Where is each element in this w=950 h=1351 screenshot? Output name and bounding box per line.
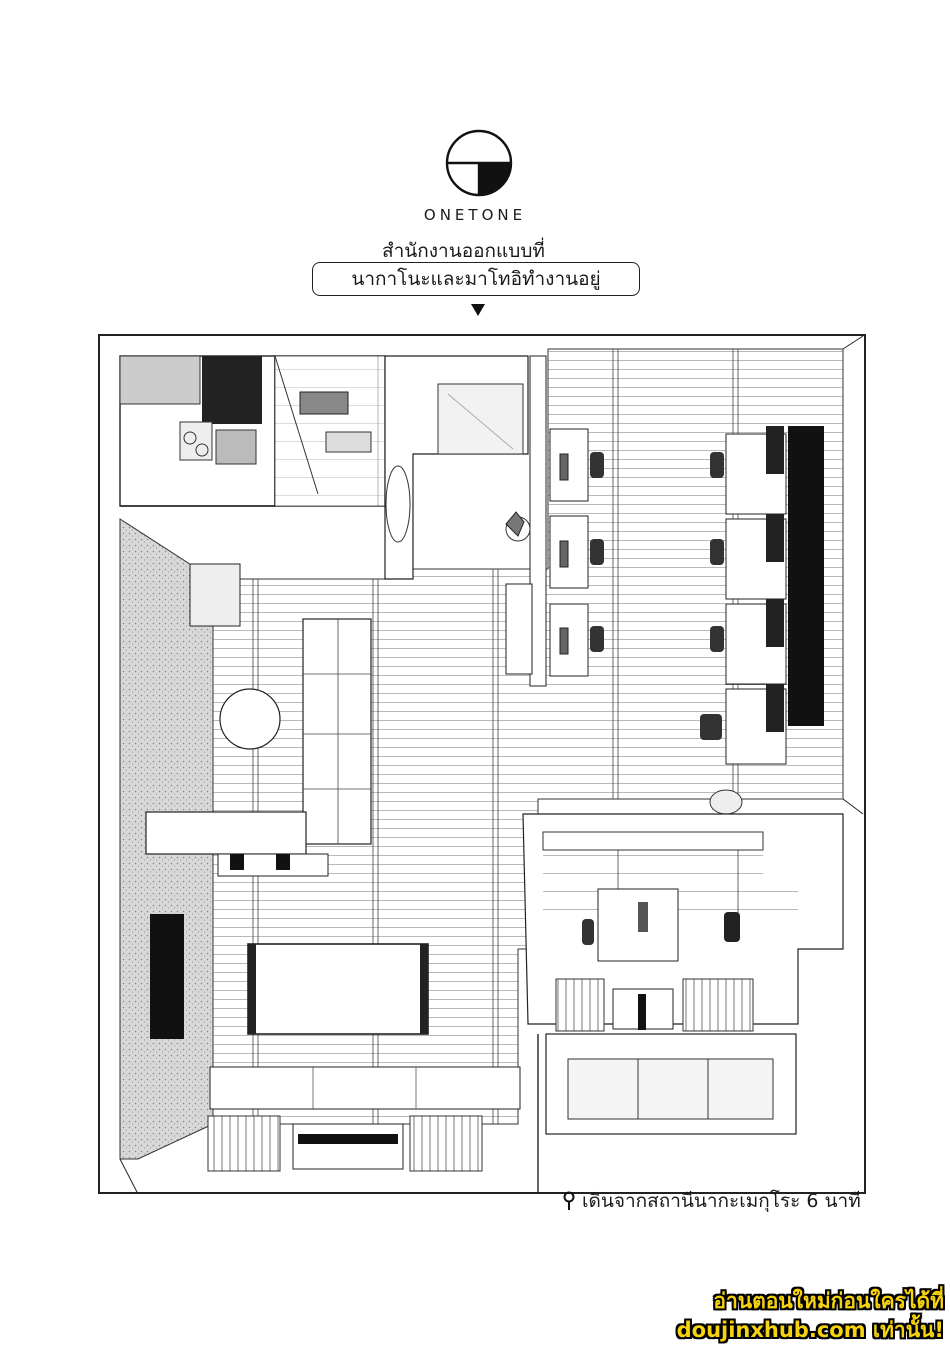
caption-pointer-icon: [471, 304, 485, 316]
location-pin-icon: [563, 1191, 575, 1210]
onetone-logo-icon: [445, 129, 513, 197]
promo-line-2: doujinxhub.com เท่านั้น!: [676, 1318, 944, 1342]
brand-name: ONETONE: [423, 206, 527, 224]
caption-box: นากาโนะและมาโทอิทำงานอยู่: [312, 262, 640, 296]
caption-line-2: นากาโนะและมาโทอิทำงานอยู่: [351, 268, 601, 290]
access-info: เดินจากสถานีนากะเมกุโระ 6 นาที: [562, 1186, 861, 1216]
promo-watermark: อ่านตอนใหม่ก่อนใครได้ที่ doujinxhub.com …: [677, 1287, 944, 1345]
access-text: เดินจากสถานีนากะเมกุโระ 6 นาที: [582, 1190, 861, 1212]
office-floor-plan-illustration: [98, 334, 866, 1194]
promo-line-1: อ่านตอนใหม่ก่อนใครได้ที่: [713, 1289, 944, 1313]
caption-line-1: สำนักงานออกแบบที่: [382, 240, 545, 262]
